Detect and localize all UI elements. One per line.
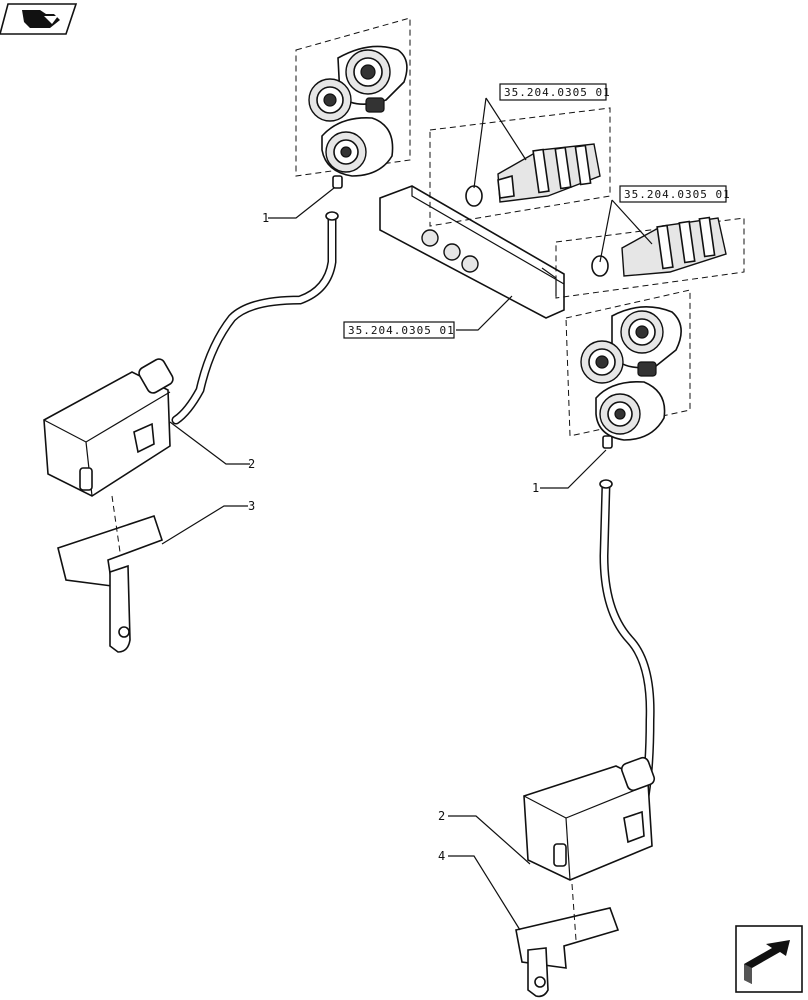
leader-1-right bbox=[540, 449, 607, 489]
leader-2-left bbox=[169, 421, 250, 465]
callout-3: 3 bbox=[248, 499, 255, 513]
harness-left bbox=[43, 211, 339, 497]
leader-4 bbox=[448, 855, 521, 931]
clip-item-3 bbox=[57, 495, 164, 653]
ref-middle-right-text: 35.204.0305 01 bbox=[624, 188, 731, 201]
callout-2-left: 2 bbox=[248, 457, 255, 471]
clip-item-4 bbox=[515, 883, 620, 998]
leader-ref-top bbox=[473, 97, 527, 189]
coupler-group-left bbox=[295, 17, 411, 189]
coupler-block bbox=[379, 185, 565, 319]
ref-box-middle-right[interactable]: 35.204.0305 01 bbox=[619, 185, 731, 203]
ref-box-block[interactable]: 35.204.0305 01 bbox=[343, 321, 455, 339]
book-view-icon[interactable] bbox=[0, 3, 78, 35]
ref-box-top[interactable]: 35.204.0305 01 bbox=[499, 83, 611, 101]
quick-coupler-lower bbox=[555, 216, 745, 299]
callout-2-right: 2 bbox=[438, 809, 445, 823]
ref-block-text: 35.204.0305 01 bbox=[348, 324, 455, 337]
coupler-group-right bbox=[565, 289, 691, 449]
callout-1-left: 1 bbox=[262, 211, 269, 225]
ref-top-text: 35.204.0305 01 bbox=[504, 86, 611, 99]
callout-1-right: 1 bbox=[532, 481, 539, 495]
harness-right bbox=[523, 479, 656, 881]
leader-2-right bbox=[448, 815, 531, 865]
quick-coupler-upper bbox=[429, 107, 611, 227]
callout-4: 4 bbox=[438, 849, 445, 863]
leader-ref-middle bbox=[599, 199, 653, 263]
next-page-arrow-icon[interactable] bbox=[735, 925, 803, 993]
leader-3 bbox=[161, 505, 248, 545]
leader-1-left bbox=[268, 187, 335, 219]
leader-ref-block bbox=[456, 295, 513, 331]
